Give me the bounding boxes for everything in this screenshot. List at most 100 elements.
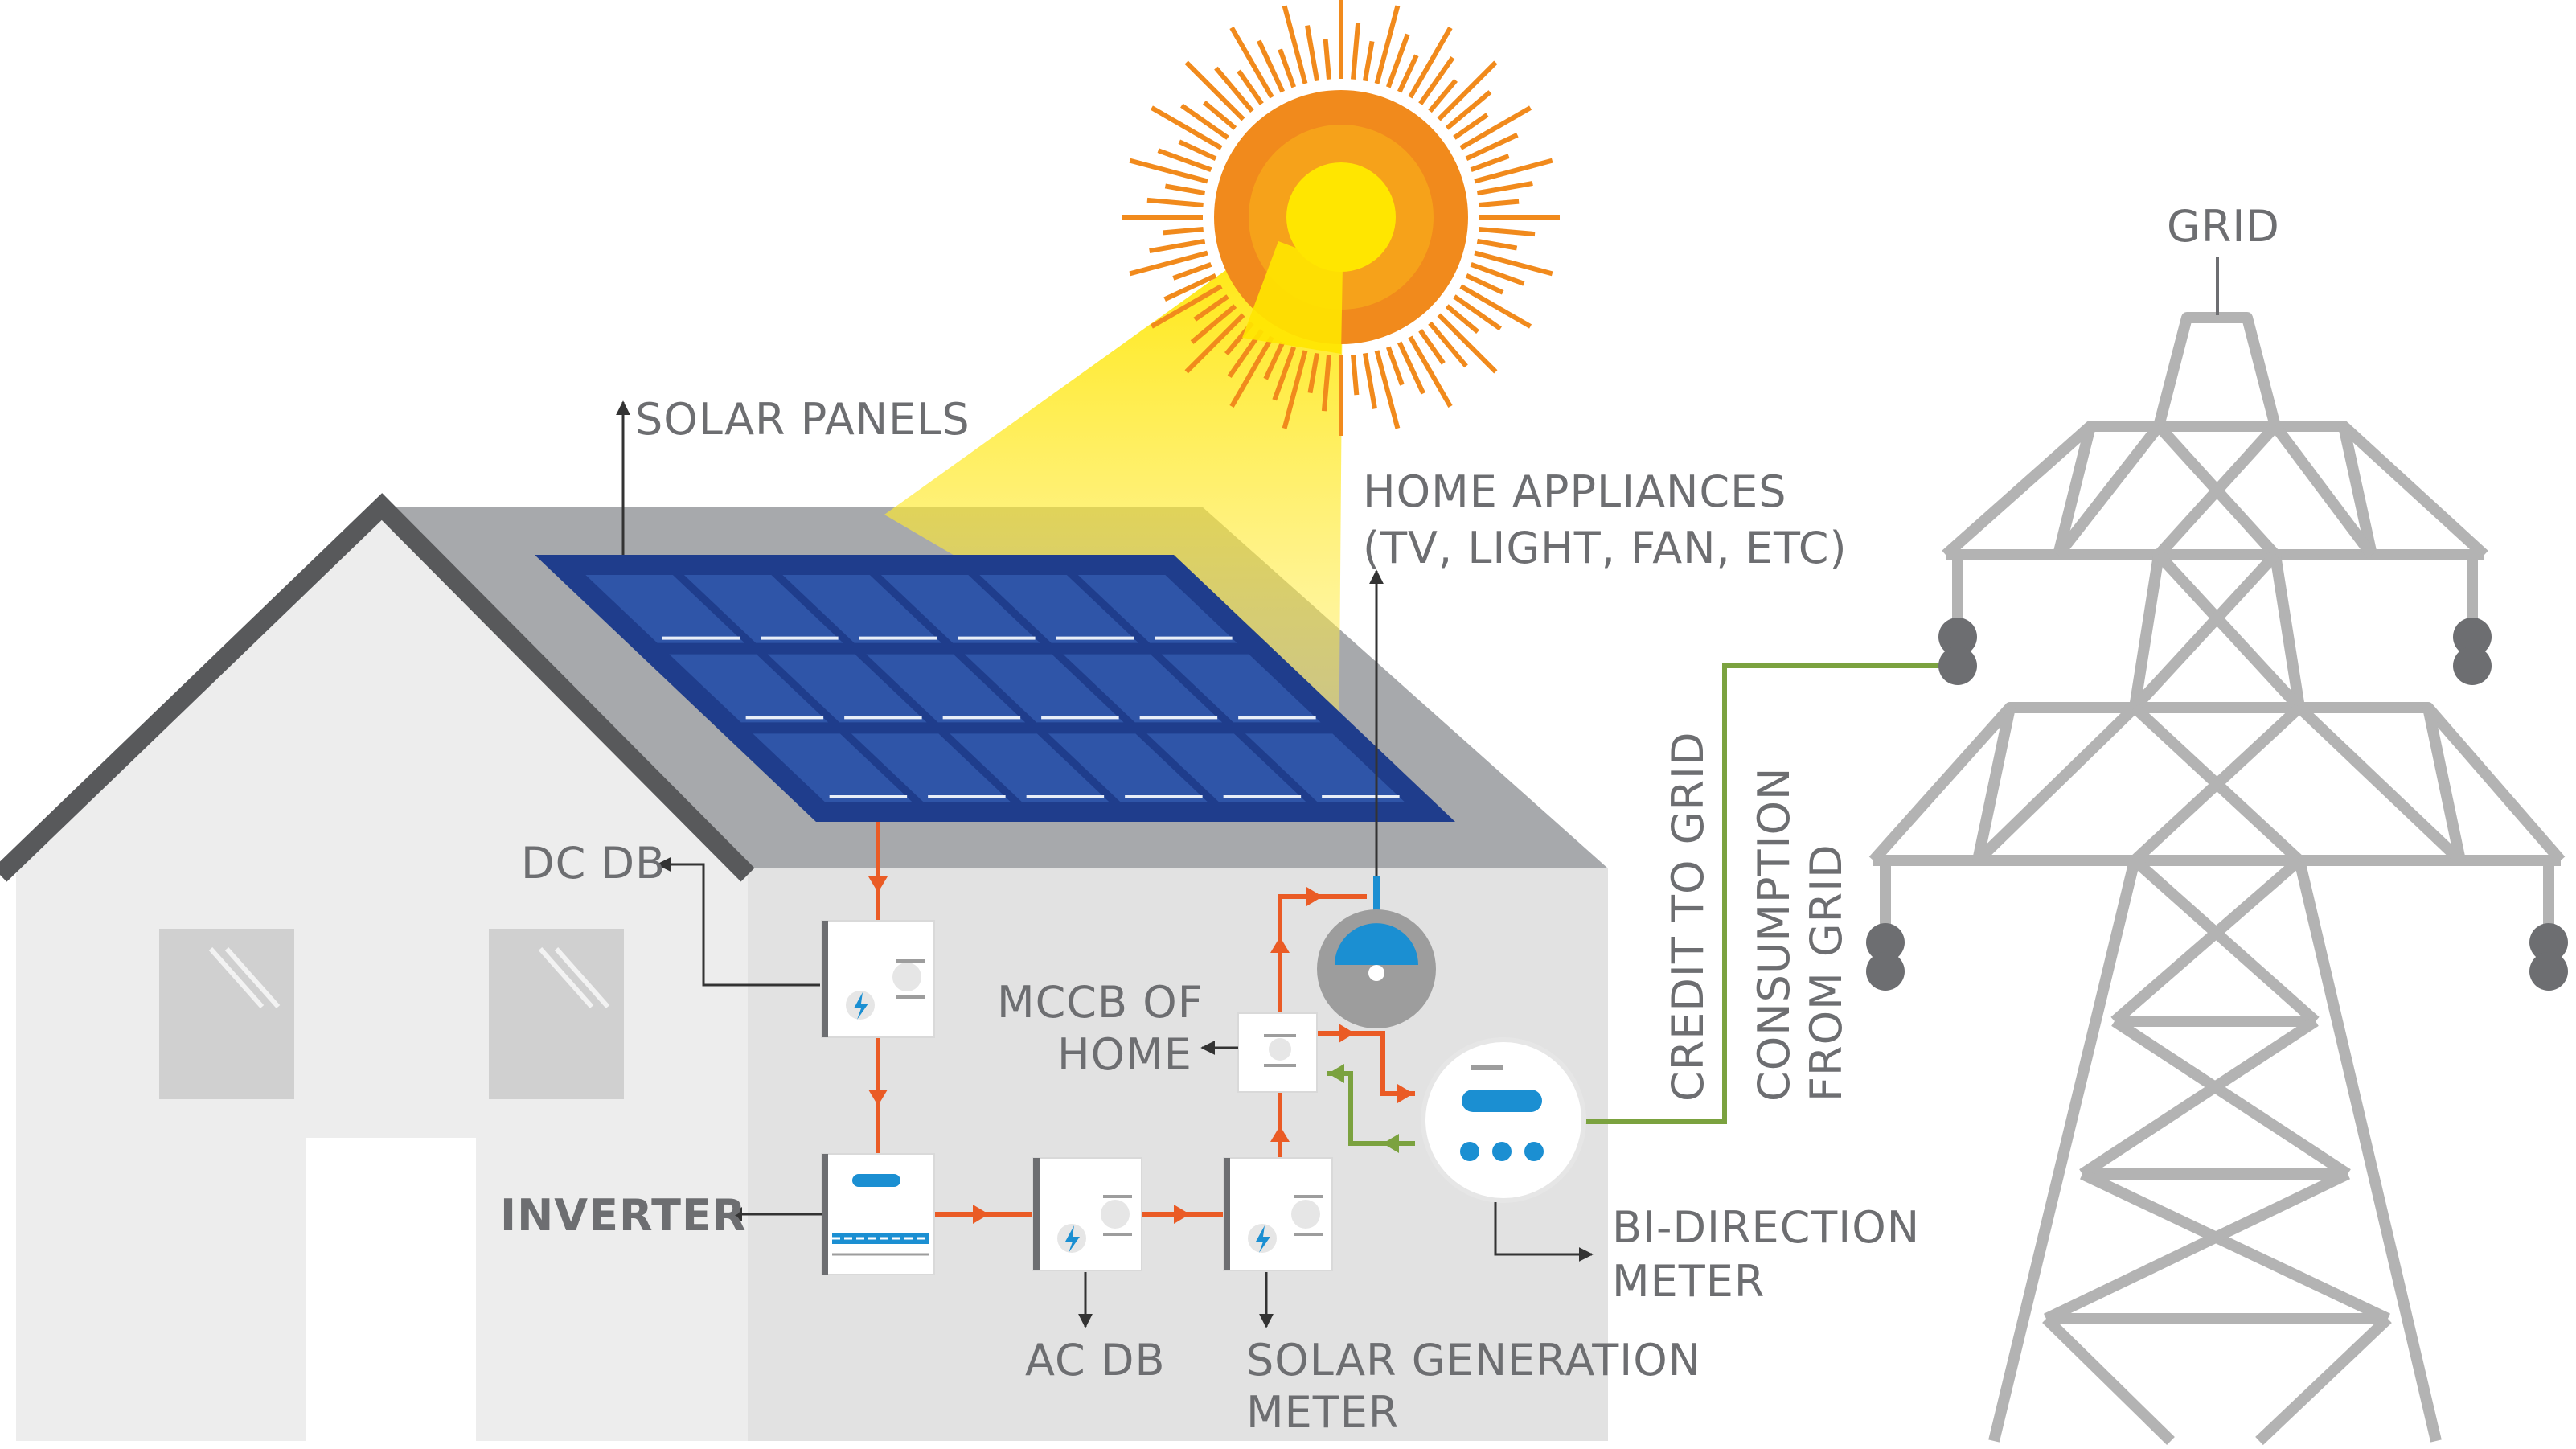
sun-ray [1470, 154, 1510, 172]
solar-cell [1245, 733, 1405, 802]
sun-core [1286, 162, 1396, 272]
sun-ray [1305, 25, 1320, 82]
inverter-box [821, 1153, 935, 1275]
solar-cell [866, 654, 1026, 723]
sun-ray [1163, 227, 1204, 236]
label-consumption-2: FROM GRID [1801, 844, 1852, 1102]
sun-ray [1459, 105, 1532, 150]
sun-ray [1214, 66, 1254, 113]
sun-ray [1418, 329, 1446, 365]
sun-ray [1178, 139, 1217, 162]
sun-ray [1263, 341, 1286, 380]
sun-ray [1374, 350, 1401, 429]
bi-direction-meter [1421, 1037, 1586, 1203]
sun-ray [1307, 352, 1320, 394]
sun-ray [1453, 113, 1489, 140]
solar-panel-cells [585, 575, 1405, 802]
label-bi-direction-2: METER [1612, 1256, 1765, 1307]
label-inverter: INVERTER [500, 1190, 746, 1241]
sun-ray [1445, 90, 1492, 130]
label-home-appliances-2: (TV, LIGHT, FAN, ETC) [1363, 523, 1848, 573]
sun-ray [1418, 56, 1455, 105]
solar-cell [964, 654, 1124, 723]
bolt-icon [1065, 1225, 1080, 1253]
sun-ray [1470, 262, 1525, 286]
solar-cell [1146, 733, 1306, 802]
sun-ray [1257, 39, 1286, 93]
solar-cell [585, 575, 745, 643]
sun-ray [1323, 39, 1331, 80]
sun-ray [1190, 304, 1237, 344]
dc-db-box [821, 920, 935, 1038]
mccb-box [1237, 1012, 1318, 1093]
label-bi-direction-1: BI-DIRECTION [1612, 1202, 1920, 1253]
sun-ray [1386, 33, 1410, 88]
solar-cell [950, 733, 1110, 802]
sun-ray [1374, 5, 1401, 84]
label-ac-db: AC DB [1025, 1335, 1166, 1385]
sun-ray [1437, 60, 1498, 121]
sun-rays [1122, 0, 1560, 436]
sun-ray [1445, 304, 1479, 334]
ac-db-box [1032, 1157, 1142, 1271]
sun-ray [1459, 284, 1532, 329]
sun-ray [1150, 284, 1223, 329]
window-left [159, 929, 294, 1099]
sun-ray [1193, 294, 1229, 322]
sun-ray [1465, 133, 1519, 162]
sun-ray [1157, 148, 1212, 172]
sun [1122, 0, 1560, 436]
solar-panels [535, 555, 1455, 822]
solar-cell [1048, 733, 1208, 802]
sun-ray [1351, 23, 1361, 80]
sun-ray [1184, 313, 1245, 374]
label-credit-to-grid: CREDIT TO GRID [1663, 731, 1713, 1102]
sun-ray [1272, 346, 1296, 401]
sun-ray [1386, 346, 1405, 386]
solar-cell [1063, 654, 1223, 723]
sun-ray [1479, 227, 1536, 237]
label-solar-generation-1: SOLAR GENERATION [1246, 1335, 1701, 1385]
sun-beam-overlay [1242, 241, 1343, 354]
label-grid: GRID [2167, 201, 2280, 252]
sun-ray [1321, 355, 1331, 412]
label-mccb-1: MCCB OF [997, 977, 1204, 1028]
door [306, 1138, 476, 1441]
label-dc-db: DC DB [521, 838, 666, 889]
sun-ray [1428, 321, 1468, 368]
sun-ray [1229, 335, 1274, 408]
sun-ray [1437, 313, 1498, 374]
solar-cell [767, 654, 927, 723]
power-tower [1868, 312, 2566, 1446]
leader-lines [616, 400, 1594, 1328]
sun-ray [1476, 181, 1533, 196]
bolt-icon [1256, 1225, 1270, 1253]
sun-ray [1428, 79, 1458, 113]
sun-ray [1150, 105, 1223, 150]
sun-ray [1476, 238, 1518, 251]
sun-ray [1453, 294, 1502, 331]
solar-cell [782, 575, 942, 643]
sun-ray [1474, 158, 1553, 184]
solar-cell [851, 733, 1011, 802]
label-solar-panels: SOLAR PANELS [635, 394, 970, 445]
sun-ray [1164, 183, 1206, 196]
sun-ray [1397, 54, 1419, 93]
grid-flow-arrows [1328, 1064, 1399, 1153]
sun-ray [1163, 273, 1217, 302]
sun-ray [1278, 48, 1296, 88]
sun-ray [1465, 273, 1504, 295]
sun-ray [1282, 5, 1308, 84]
label-mccb-2: HOME [1057, 1029, 1192, 1080]
roof-edge [0, 493, 755, 882]
sun-ray [1146, 197, 1204, 207]
sun-ray [1180, 103, 1229, 140]
solar-generation-meter-box [1223, 1157, 1333, 1271]
house-left-wall [16, 515, 748, 1441]
sun-ray [1397, 341, 1425, 395]
sun-ray [1408, 335, 1453, 408]
sun-ray [1149, 238, 1206, 253]
label-solar-generation-2: METER [1246, 1387, 1399, 1438]
lamp-icon [1317, 909, 1436, 1028]
